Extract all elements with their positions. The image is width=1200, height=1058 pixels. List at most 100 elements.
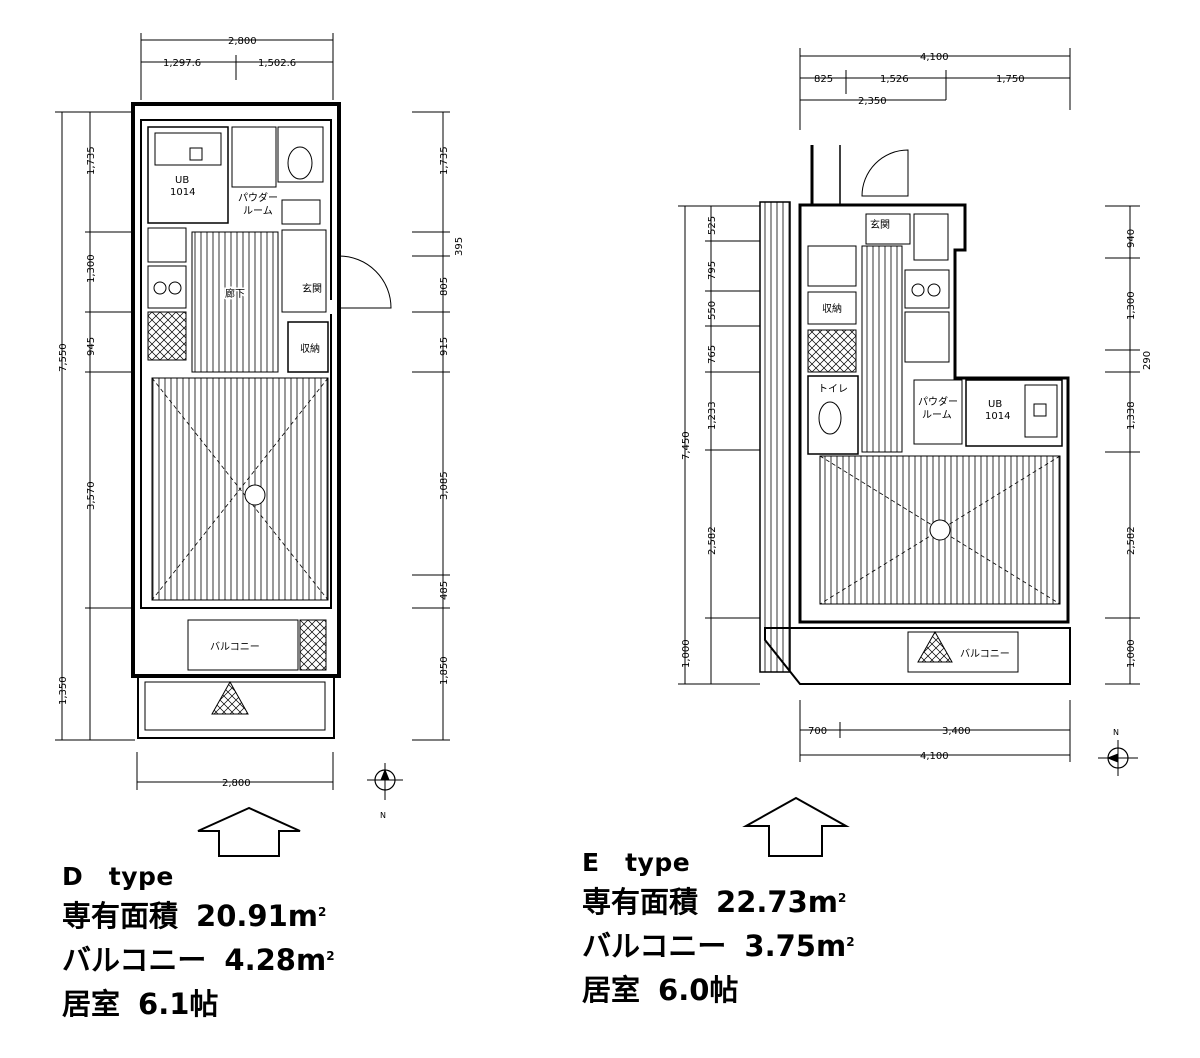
d-entrance-arrow-icon: [197, 806, 301, 857]
e-dim-top-total: 4,100: [920, 52, 949, 63]
d-dim-top-total: 2,800: [228, 36, 257, 47]
e-dim-right-1: 940: [1126, 229, 1137, 248]
e-dimension-bottom: [799, 700, 1071, 762]
d-room-powder-2: ルーム: [243, 205, 273, 217]
e-room-unit-bath-2: 1014: [985, 411, 1010, 422]
e-dim-left-3: 550: [707, 301, 718, 320]
e-dimension-top: [799, 48, 1071, 130]
e-entrance: 玄関: [865, 213, 949, 261]
e-toilet: トイレ: [807, 375, 859, 455]
e-dim-left-7: 2,582: [707, 526, 718, 555]
d-area-label: 専有面積: [62, 899, 179, 933]
e-room-powder-2: ルーム: [922, 409, 952, 421]
e-type-plan: 4,100 825 1,526 1,750 2,350 525 795 550 …: [678, 48, 1153, 857]
e-dim-left-labels: 525 795 550 765 1,233 7,450 2,582 1,000: [681, 216, 718, 668]
e-area-label: 専有面積: [582, 885, 699, 919]
d-dim-right-7: 1,850: [439, 656, 450, 685]
svg-text:N: N: [380, 811, 386, 820]
e-powder-ub: パウダー ルーム UB 1014: [913, 379, 1063, 447]
e-dim-right-3: 290: [1142, 351, 1153, 370]
e-dim-top-c: 1,750: [996, 74, 1025, 85]
d-compass-icon: N: [367, 763, 403, 820]
svg-text:N: N: [1113, 728, 1119, 737]
d-dim-left-6: 1,350: [58, 676, 69, 705]
e-dim-bottom-total: 4,100: [920, 751, 949, 762]
d-dimension-left: [55, 111, 135, 741]
d-dimension-right: [412, 111, 450, 741]
e-area-value: 22.73m2: [716, 885, 847, 919]
d-type-plan: 2,800 1,297.6 1,502.6 1,735 1,300 945 7,…: [55, 33, 465, 857]
e-dim-left-5: 1,233: [707, 401, 718, 430]
d-balcony-label: バルコニー: [62, 943, 207, 977]
e-dim-left-1: 525: [707, 216, 718, 235]
e-kitchen: 収納: [807, 245, 950, 373]
e-balcony-value: 3.75m2: [744, 929, 855, 963]
d-unit-bath: UB 1014: [147, 126, 229, 224]
d-entrance: 玄関 収納: [281, 229, 392, 373]
d-room-label: 居室: [62, 987, 121, 1021]
d-dim-top-right: 1,502.6: [258, 58, 296, 69]
d-room-value: 6.1帖: [138, 987, 219, 1021]
e-dim-top-b: 1,526: [880, 74, 909, 85]
d-type-label: D type: [62, 862, 174, 891]
e-dimension-right: [1105, 205, 1140, 685]
e-room-value: 6.0帖: [658, 973, 739, 1007]
e-type-info: E type 専有面積 22.73m2 バルコニー 3.75m2 居室 6.0帖: [582, 846, 855, 1012]
d-dim-left-labels: 1,735 1,300 945 7,550 3,570 1,350: [58, 146, 97, 705]
e-dimension-left: [678, 205, 760, 685]
e-balcony: バルコニー: [764, 627, 1071, 685]
d-dim-left-2: 1,300: [86, 254, 97, 283]
d-dim-left-3: 945: [86, 337, 97, 356]
d-dim-right-5: 3,085: [439, 471, 450, 500]
e-room-powder-1: パウダー: [918, 395, 958, 408]
e-compass-icon: N: [1098, 728, 1138, 776]
d-room-balcony: バルコニー: [210, 641, 260, 653]
e-dim-right-5: 2,582: [1126, 526, 1137, 555]
d-balcony: バルコニー: [137, 619, 335, 739]
d-room-entrance: 玄関: [302, 282, 322, 295]
e-dim-right-4: 1,338: [1126, 401, 1137, 430]
d-dim-left-5: 3,570: [86, 481, 97, 510]
d-dimension-bottom: [136, 752, 334, 790]
d-dim-right-3: 805: [439, 277, 450, 296]
d-dim-right-4: 915: [439, 337, 450, 356]
e-dim-left-2: 795: [707, 261, 718, 280]
e-type-label: E type: [582, 848, 691, 877]
d-dim-right-2: 395: [454, 237, 465, 256]
d-kitchen: [147, 227, 187, 361]
e-room-closet: 収納: [822, 302, 842, 315]
e-area-row: 専有面積 22.73m2: [582, 880, 855, 924]
d-dim-right-labels: 1,735 395 805 915 3,085 485 1,850: [439, 146, 465, 685]
d-dim-right-6: 485: [439, 581, 450, 600]
e-room-label: 居室: [582, 973, 641, 1007]
e-balcony-label: バルコニー: [582, 929, 727, 963]
d-area-value: 20.91m2: [196, 899, 327, 933]
d-room-closet: 収納: [300, 342, 320, 355]
d-dim-top-left: 1,297.6: [163, 58, 201, 69]
d-room-unit-bath-1: UB: [175, 175, 189, 186]
d-dimension-top: [140, 33, 334, 100]
e-dim-bottom-a: 700: [808, 726, 827, 737]
e-room-toilet: トイレ: [818, 384, 848, 395]
e-balcony-row: バルコニー 3.75m2: [582, 924, 855, 968]
d-room-unit-bath-2: 1014: [170, 187, 195, 198]
e-dim-top-a: 825: [814, 74, 833, 85]
d-powder-room: パウダー ルーム: [231, 126, 324, 225]
d-dim-bottom-total: 2,800: [222, 778, 251, 789]
e-entrance-arrow-icon: [742, 796, 850, 857]
d-room-corridor: 廊下: [225, 287, 245, 300]
e-dim-bottom-b: 3,400: [942, 726, 971, 737]
e-flooring: [819, 245, 1061, 605]
d-dim-left-1: 1,735: [86, 146, 97, 175]
d-dim-left-4: 7,550: [58, 343, 69, 372]
e-room-entrance: 玄関: [870, 218, 890, 231]
d-room-powder-1: パウダー: [238, 191, 278, 204]
d-area-row: 専有面積 20.91m2: [62, 894, 335, 938]
e-dim-right-6: 1,000: [1126, 639, 1137, 668]
d-flooring: 廊下: [151, 231, 329, 601]
e-dim-left-4: 765: [707, 345, 718, 364]
e-dim-top-sub: 2,350: [858, 96, 887, 107]
